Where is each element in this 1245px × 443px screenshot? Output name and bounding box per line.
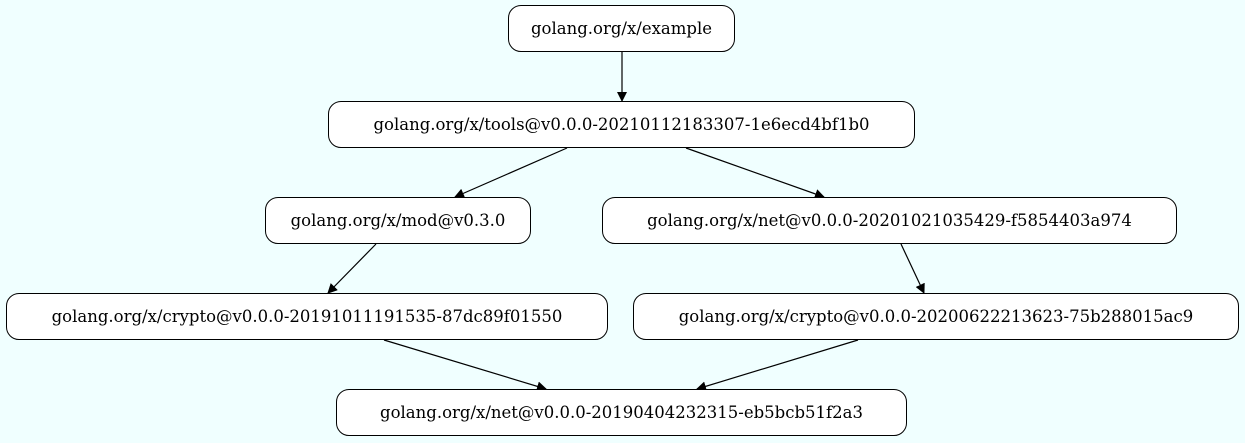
node-tools: golang.org/x/tools@v0.0.0-20210112183307…	[328, 101, 915, 148]
edge-tools-to-net1	[685, 147, 825, 199]
edge-crypto1-to-net2	[383, 339, 547, 392]
edge-mod-to-crypto1	[327, 243, 377, 294]
edge-crypto2-to-net2	[696, 339, 859, 392]
node-net-20201021: golang.org/x/net@v0.0.0-20201021035429-f…	[602, 197, 1177, 244]
node-crypto-20191011: golang.org/x/crypto@v0.0.0-2019101119153…	[6, 293, 608, 340]
edge-net1-to-crypto2	[900, 243, 925, 294]
node-example: golang.org/x/example	[508, 5, 735, 52]
node-crypto-20200622: golang.org/x/crypto@v0.0.0-2020062221362…	[633, 293, 1239, 340]
edge-tools-to-mod	[454, 147, 568, 198]
node-net-20190404: golang.org/x/net@v0.0.0-20190404232315-e…	[336, 389, 907, 436]
node-mod: golang.org/x/mod@v0.3.0	[265, 197, 531, 244]
